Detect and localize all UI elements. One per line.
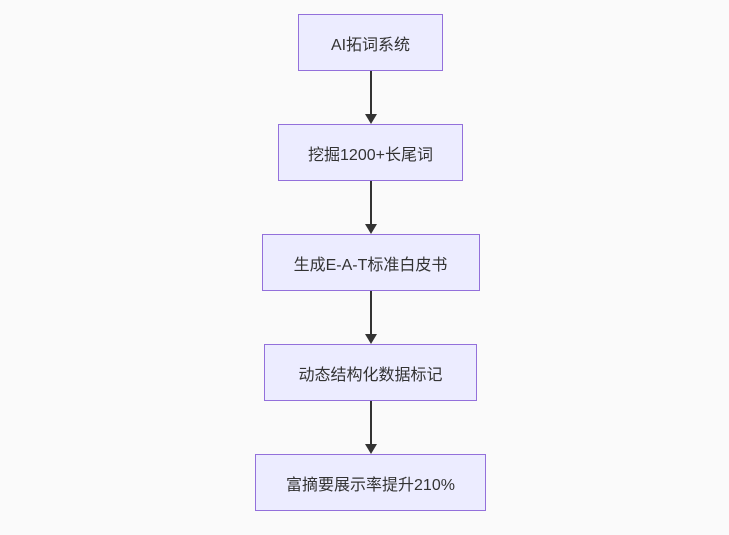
arrow-line xyxy=(369,181,372,225)
arrowhead-down-icon xyxy=(364,114,377,124)
flow-arrow-4 xyxy=(364,401,377,454)
flow-node-ai-word-expansion: AI拓词系统 xyxy=(298,14,443,71)
flow-node-rich-snippet-uplift: 富摘要展示率提升210% xyxy=(255,454,486,511)
arrow-line xyxy=(369,401,372,445)
flow-arrow-2 xyxy=(364,181,377,234)
arrowhead-down-icon xyxy=(364,224,377,234)
arrowhead-down-icon xyxy=(364,334,377,344)
flow-node-label: AI拓词系统 xyxy=(330,36,411,54)
flow-arrow-3 xyxy=(364,291,377,344)
flow-node-label: 生成E-A-T标准白皮书 xyxy=(293,256,448,274)
flow-node-label: 挖掘1200+长尾词 xyxy=(308,146,433,164)
flow-node-structured-data-markup: 动态结构化数据标记 xyxy=(264,344,477,401)
arrowhead-down-icon xyxy=(364,444,377,454)
arrow-line xyxy=(369,71,372,115)
flow-node-label: 动态结构化数据标记 xyxy=(298,366,443,384)
flow-arrow-1 xyxy=(364,71,377,124)
flowchart: AI拓词系统 挖掘1200+长尾词 生成E-A-T标准白皮书 动态结构化数据标记… xyxy=(6,0,729,535)
arrow-line xyxy=(369,291,372,335)
flow-node-label: 富摘要展示率提升210% xyxy=(286,476,455,494)
flow-node-longtail-mining: 挖掘1200+长尾词 xyxy=(278,124,463,181)
flow-node-eat-whitepaper: 生成E-A-T标准白皮书 xyxy=(261,234,480,291)
